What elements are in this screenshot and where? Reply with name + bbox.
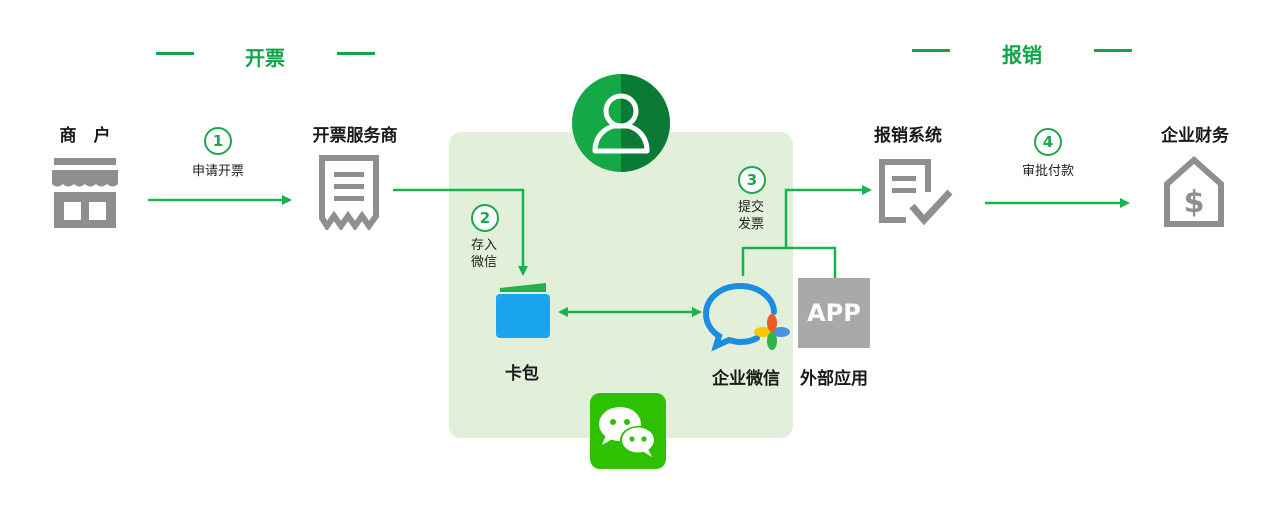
section-issue-left-line bbox=[156, 52, 194, 55]
store-icon bbox=[52, 158, 118, 228]
section-reimburse-left-line bbox=[912, 49, 950, 52]
node-card-bag-label: 卡包 bbox=[505, 364, 539, 384]
node-reimburse-system-label: 报销系统 bbox=[874, 126, 942, 146]
node-invoice-provider-label: 开票服务商 bbox=[312, 126, 398, 146]
section-title-issue: 开票 bbox=[245, 46, 285, 70]
user-icon bbox=[572, 74, 670, 172]
section-reimburse-right-line bbox=[1094, 49, 1132, 52]
section-title-reimburse: 报销 bbox=[1002, 43, 1042, 67]
step-1-badge: 1 bbox=[204, 127, 232, 155]
section-issue-right-line bbox=[337, 52, 375, 55]
wework-icon bbox=[702, 283, 790, 352]
wechat-icon bbox=[599, 407, 656, 457]
node-merchant-label: 商 户 bbox=[59, 126, 111, 146]
receipt-icon bbox=[319, 155, 379, 230]
svg-text:$: $ bbox=[1184, 185, 1205, 220]
step-2-badge: 2 bbox=[471, 204, 499, 232]
arrow-provider-to-cardbag bbox=[393, 188, 528, 276]
step-4-badge: 4 bbox=[1034, 128, 1062, 156]
step-3-label-line2: 发票 bbox=[737, 217, 764, 232]
node-wework-label: 企业微信 bbox=[712, 369, 780, 389]
wechat-logo bbox=[590, 393, 666, 469]
money-house-icon: $ bbox=[1164, 156, 1224, 227]
step-1-label: 申请开票 bbox=[191, 164, 244, 179]
external-app-box: APP bbox=[798, 278, 870, 348]
node-finance-label: 企业财务 bbox=[1161, 126, 1229, 146]
card-bag-icon bbox=[496, 283, 550, 338]
step-2-label-line2: 微信 bbox=[470, 255, 497, 270]
step-3-badge: 3 bbox=[738, 166, 766, 194]
step-3-label-line1: 提交 bbox=[737, 200, 764, 215]
step-4-label: 审批付款 bbox=[1021, 164, 1074, 179]
line-app-to-flow bbox=[786, 246, 837, 278]
approval-document-icon bbox=[879, 159, 953, 226]
step-2-label-line1: 存入 bbox=[470, 238, 497, 253]
node-external-app-label: 外部应用 bbox=[800, 369, 868, 389]
